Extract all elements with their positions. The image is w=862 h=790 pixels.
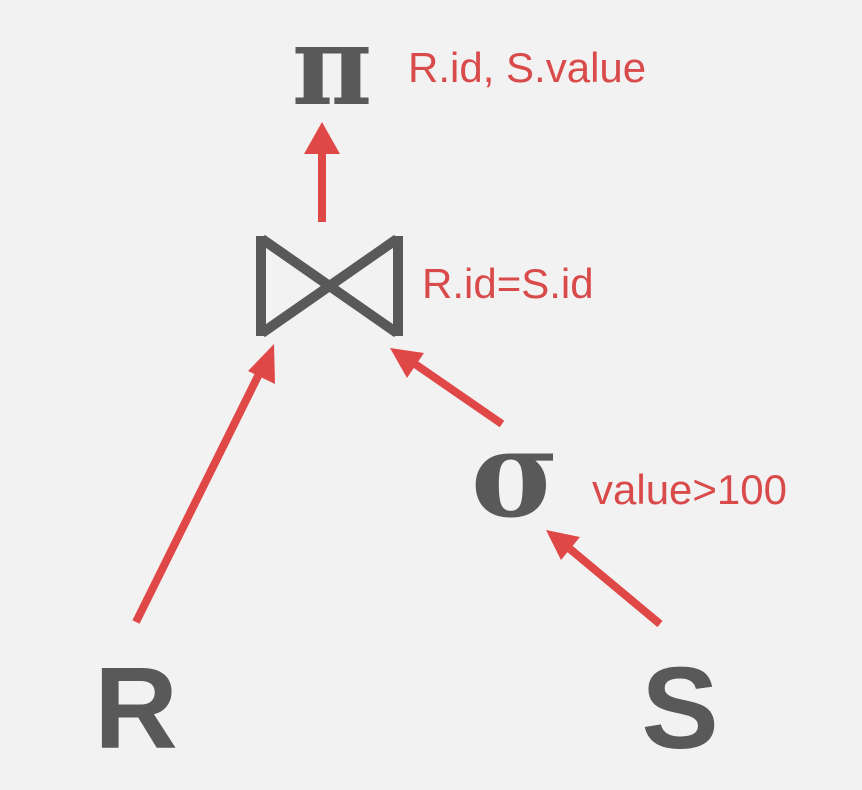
relation-s-node: S: [641, 643, 718, 773]
arrowhead-icon: [390, 348, 424, 378]
projection-annotation: R.id, S.value: [408, 44, 646, 91]
arrowhead-icon: [546, 530, 580, 560]
relation-s-label: S: [641, 643, 718, 773]
sigma-icon: σ: [471, 404, 559, 545]
projection-node: π R.id, S.value: [292, 1, 646, 130]
edge-line: [567, 545, 663, 628]
edge-line: [412, 360, 505, 428]
join-node: R.id=S.id: [256, 234, 594, 338]
selection-node: σ value>100: [471, 404, 787, 545]
pi-icon: π: [292, 1, 373, 130]
relation-r-label: R: [94, 643, 178, 773]
edge-r-to-join: [132, 344, 275, 624]
arrowhead-icon: [248, 344, 275, 384]
bowtie-join-icon: [256, 234, 403, 338]
selection-annotation: value>100: [592, 466, 787, 513]
arrowhead-icon: [304, 122, 340, 154]
edge-line: [132, 370, 264, 624]
join-annotation: R.id=S.id: [422, 260, 594, 307]
edge-selection-to-join: [390, 348, 505, 428]
relation-r-node: R: [94, 643, 178, 773]
edge-s-to-selection: [546, 530, 663, 628]
edge-join-to-projection: [304, 122, 340, 222]
